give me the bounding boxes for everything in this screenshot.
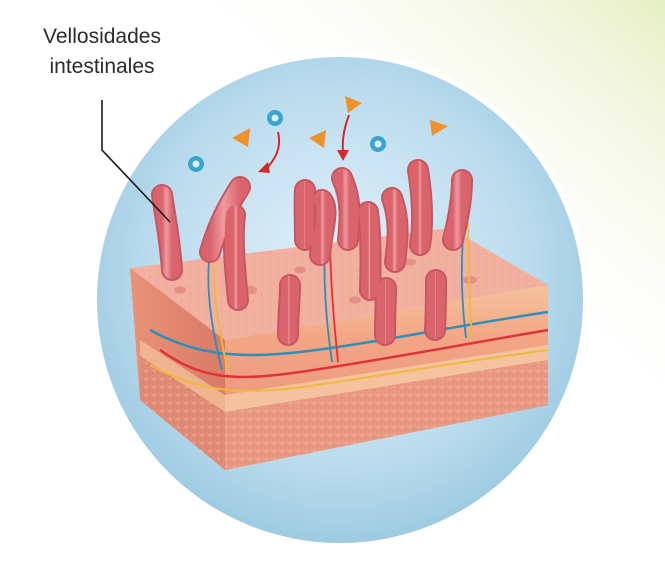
blue-circle-nutrient-icon: [267, 110, 283, 126]
callout-line-1: Vellosidades: [12, 22, 192, 52]
callout-line-2: intestinales: [12, 52, 192, 82]
villi-callout-label: Vellosidades intestinales: [12, 22, 192, 82]
blue-circle-nutrient-icon: [370, 136, 386, 152]
blue-circle-nutrient-icon: [188, 156, 204, 172]
